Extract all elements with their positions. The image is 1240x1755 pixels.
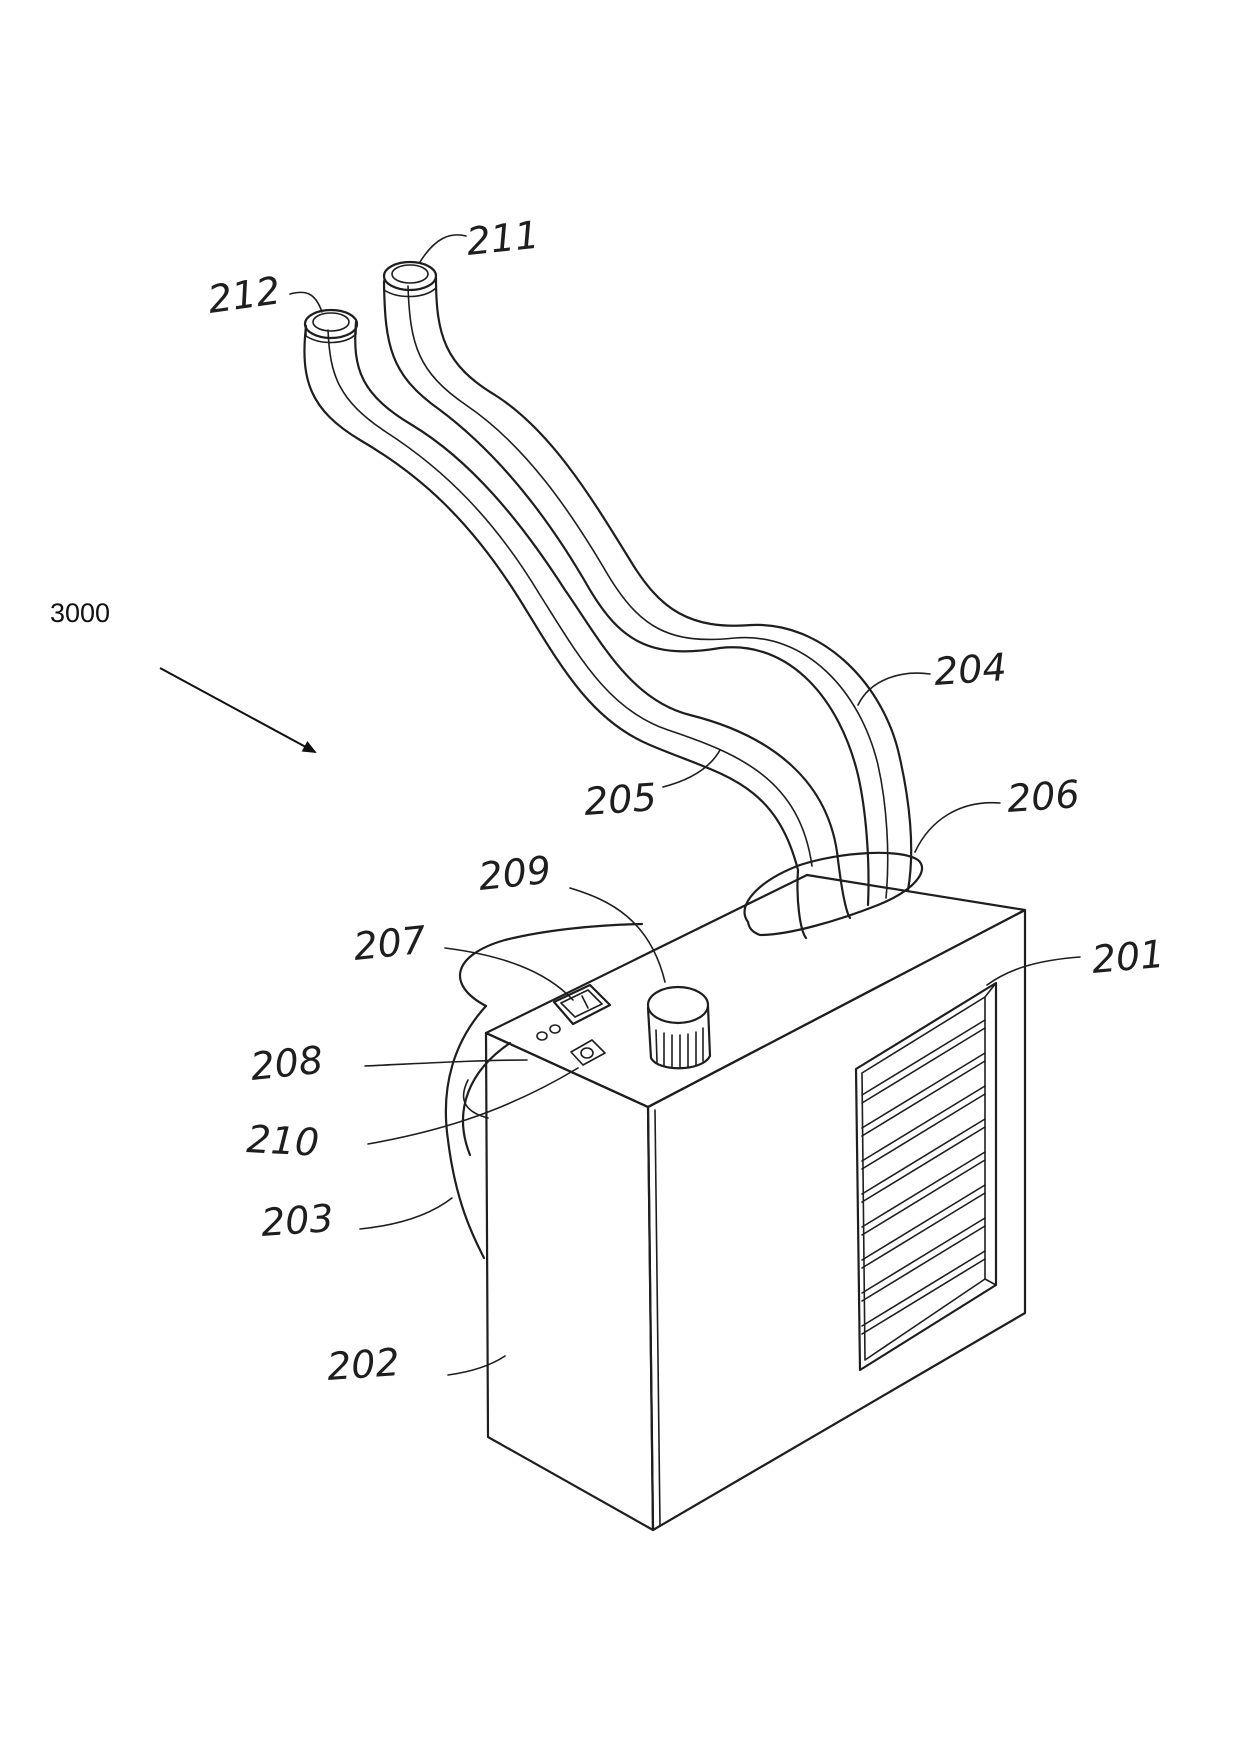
ref-212: 212 <box>205 268 283 322</box>
control-knob-209 <box>646 985 712 1070</box>
leader-207 <box>444 947 574 1001</box>
leader-204 <box>857 672 931 706</box>
leader-211 <box>419 234 467 263</box>
ref-206: 206 <box>1006 772 1081 821</box>
rear-housing-203 <box>444 922 644 1260</box>
leader-lines <box>289 234 1081 1376</box>
ref-204: 204 <box>933 645 1008 694</box>
power-switch-207 <box>552 983 612 1026</box>
leader-202 <box>447 1355 506 1376</box>
controls <box>536 983 712 1070</box>
leader-205 <box>662 749 721 788</box>
vent-grille-201 <box>854 981 998 1372</box>
ref-202: 202 <box>326 1340 401 1389</box>
leader-209 <box>569 887 666 983</box>
indicator-lights-208 <box>536 1024 561 1041</box>
main-box <box>484 873 1027 1532</box>
figure-arrow <box>159 667 317 753</box>
ref-207: 207 <box>351 918 428 969</box>
reference-labels: 212 211 204 205 206 209 207 201 208 210 … <box>205 213 1166 1389</box>
ref-209: 209 <box>476 848 553 899</box>
tube-end-211 <box>382 260 438 298</box>
tube-204 <box>382 260 913 907</box>
ref-211: 211 <box>464 213 541 264</box>
tube-opening-206 <box>743 851 924 937</box>
leader-203 <box>359 1197 453 1230</box>
ref-201: 201 <box>1090 932 1166 982</box>
port-210 <box>570 1039 606 1066</box>
ref-205: 205 <box>583 775 658 824</box>
ref-208: 208 <box>248 1038 325 1089</box>
vent-slats <box>861 1019 986 1335</box>
leader-212 <box>289 291 323 313</box>
tube-205 <box>303 308 852 940</box>
leader-206 <box>914 801 1001 853</box>
leader-208 <box>364 1059 528 1067</box>
figure-number: 3000 <box>50 598 110 628</box>
ref-210: 210 <box>246 1117 321 1165</box>
leader-201 <box>986 956 1081 986</box>
tube-end-212 <box>303 308 359 344</box>
leader-210 <box>367 1067 579 1145</box>
ref-203: 203 <box>260 1196 335 1245</box>
